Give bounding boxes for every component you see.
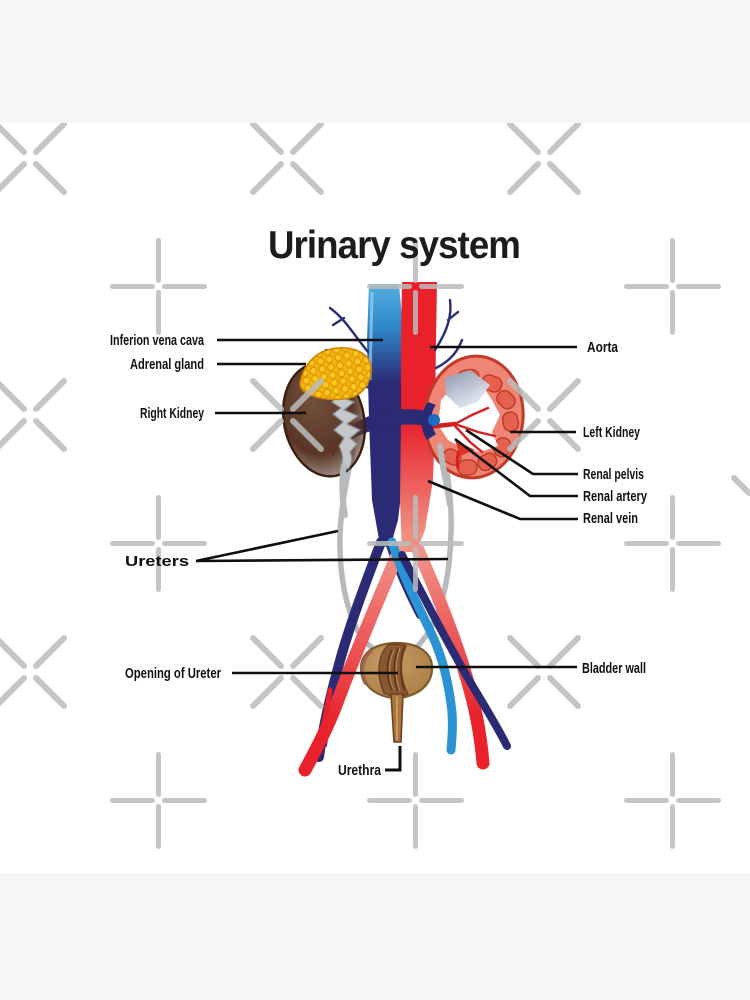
diagram-title: Urinary system xyxy=(268,224,520,267)
leader-lines xyxy=(195,338,578,772)
bladder-shape xyxy=(359,641,434,743)
label-renal-vein: Renal vein xyxy=(583,511,638,527)
leader-renal-artery xyxy=(454,437,578,498)
anatomy-illustration xyxy=(281,282,525,777)
leader-renal-vein xyxy=(427,479,578,521)
leader-ureters-upper xyxy=(195,529,339,563)
leader-renal-pelvis xyxy=(465,428,578,476)
label-bladder-wall: Bladder wall xyxy=(582,661,646,677)
label-inferior-vena-cava: Inferion vena cava xyxy=(110,333,205,349)
label-renal-artery: Renal artery xyxy=(583,489,647,505)
watermark-plus-icon xyxy=(110,238,721,849)
diagram-labels: Inferion vena cava Adrenal gland Right K… xyxy=(110,333,647,779)
label-opening-of-ureter: Opening of Ureter xyxy=(125,666,221,682)
urinary-system-diagram: Urinary system Inferion vena cava Adrena… xyxy=(0,123,750,873)
label-aorta: Aorta xyxy=(587,340,619,356)
label-left-kidney: Left Kidney xyxy=(583,425,640,441)
label-renal-pelvis: Renal pelvis xyxy=(583,467,644,483)
label-right-kidney: Right Kidney xyxy=(140,406,204,422)
watermark-layer xyxy=(0,123,750,849)
leader-ureters-lower xyxy=(195,557,449,563)
leader-urethra xyxy=(385,746,402,772)
label-urethra: Urethra xyxy=(338,763,382,779)
watermark-x-icon xyxy=(0,123,750,709)
renal-vein-hilum xyxy=(421,402,440,440)
left-kidney-shape xyxy=(421,354,525,508)
right-kidney-shape xyxy=(281,347,372,518)
renal-pelvis-gray-shape xyxy=(330,395,362,470)
label-adrenal-gland: Adrenal gland xyxy=(130,357,204,373)
label-ureters: Ureters xyxy=(125,554,189,570)
iliac-vessels xyxy=(298,537,511,777)
